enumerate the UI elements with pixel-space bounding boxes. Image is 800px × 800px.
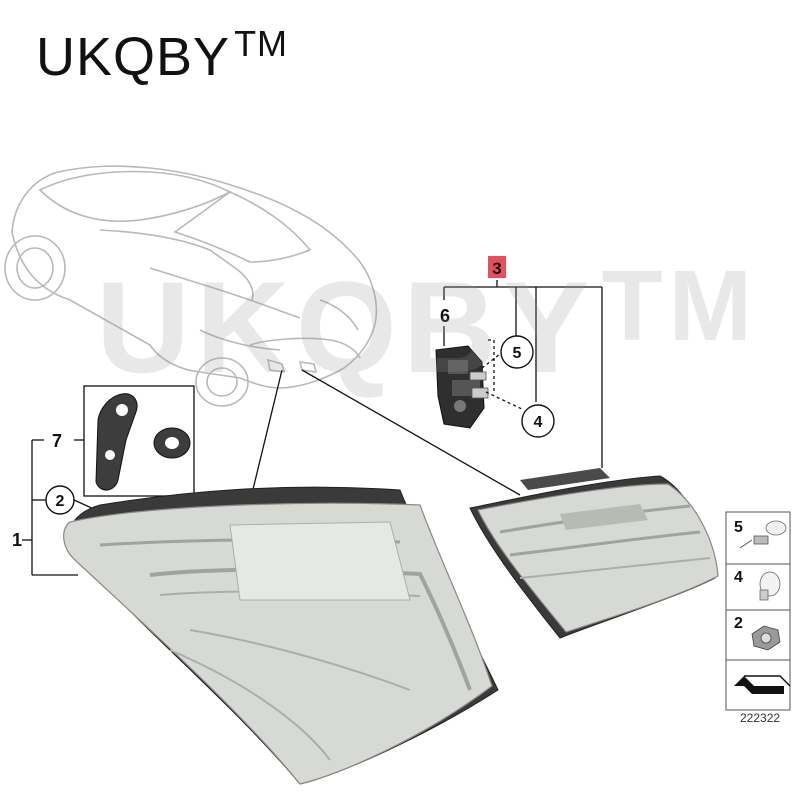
svg-text:2: 2 — [56, 493, 65, 510]
arrow-icon — [734, 675, 791, 694]
callout-5: 5 — [500, 335, 534, 369]
bulb-icon — [739, 520, 787, 549]
brand-tm: TM — [234, 23, 289, 64]
bracket-lines-right — [443, 280, 603, 468]
nut-icon — [751, 625, 781, 651]
brand-name: UKQBY — [36, 27, 231, 87]
svg-text:3: 3 — [492, 259, 501, 278]
wedge-bulb-icon — [759, 571, 781, 601]
callout-4: 4 — [521, 404, 555, 438]
callout-2-left: 2 — [45, 485, 75, 515]
callout-7: 7 — [52, 431, 62, 451]
legend-item-4: 4 — [734, 569, 743, 586]
diagram-code: 222322 — [740, 711, 780, 725]
legend-item-5: 5 — [734, 519, 743, 536]
car-outline — [4, 165, 378, 407]
gasket-box — [83, 385, 195, 497]
callout-1: 1 — [12, 530, 22, 550]
outer-tail-light — [63, 486, 499, 785]
legend-item-2: 2 — [734, 615, 743, 632]
legend-column: 5 4 2 222322 — [725, 511, 791, 725]
bulb-holder — [435, 345, 489, 429]
svg-text:4: 4 — [534, 414, 543, 431]
svg-text:5: 5 — [513, 345, 522, 362]
callout-3: 3 — [488, 256, 506, 278]
leader-lines — [247, 369, 521, 511]
callout-6: 6 — [440, 306, 450, 326]
inner-tail-light — [469, 468, 719, 639]
